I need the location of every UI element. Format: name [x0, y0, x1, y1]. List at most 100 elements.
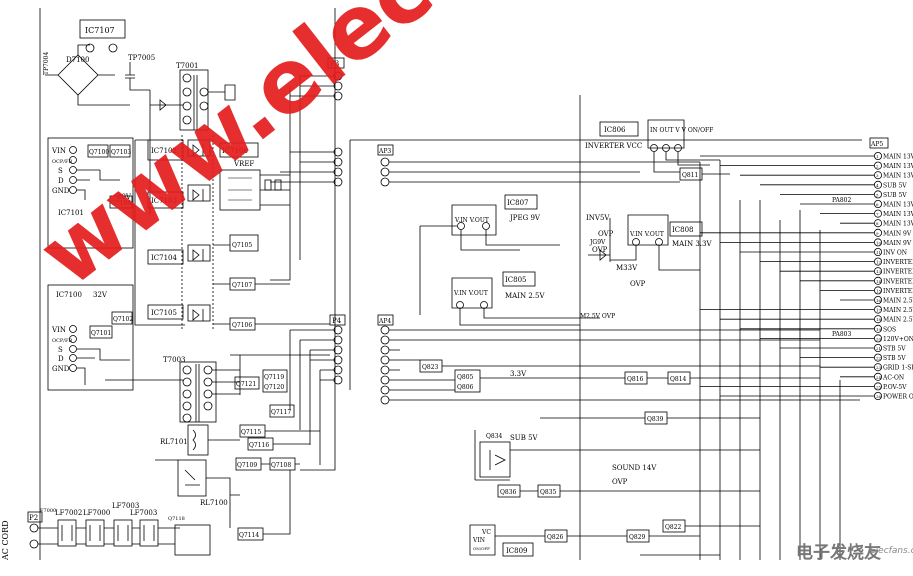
ap5-pin-number: 5	[876, 192, 879, 197]
ap5-pin-number: 12	[876, 260, 882, 265]
ic805-label: IC805	[505, 276, 526, 284]
ap5-pin-number: 18	[876, 317, 882, 322]
ic7106-label: IC7106	[222, 147, 248, 155]
ic7104-label: IC7104	[151, 254, 177, 262]
m33v-label: M33V	[616, 264, 638, 272]
main33-label: MAIN 3.3V	[672, 240, 712, 248]
ovp3-label: OVP	[630, 280, 646, 288]
ap5-pin-number: 10	[876, 240, 882, 245]
sound14v-label: SOUND 14V	[612, 464, 657, 472]
ic7101-pin-ocp: OCP/FB	[52, 159, 72, 165]
ap5-rail-label: MAIN 9V	[883, 230, 912, 237]
ap5-box	[869, 137, 889, 149]
ap5-rail-label: MAIN 2.5V	[883, 307, 913, 314]
q7114-label: Q7114	[239, 532, 259, 539]
q814-label: Q814	[670, 376, 687, 383]
q7108-label: Q7108	[271, 462, 291, 469]
ap5-rail-label: INVERTER VCC	[883, 269, 913, 276]
ap5-rail-label: MAIN 13V	[883, 202, 913, 209]
tp7005-label: TP7005	[128, 54, 155, 62]
ap5-rail-label: MAIN 13V	[883, 173, 913, 180]
ovp-label: OVP	[598, 230, 614, 238]
ic808-vinvout: V.IN V.OUT	[629, 231, 664, 238]
ap3-box	[377, 144, 394, 156]
ap5-rail-label: AC-ON	[882, 374, 904, 381]
ap5-pin	[874, 276, 883, 285]
p2-box	[27, 511, 43, 523]
ap5-rail-label: GRID 1-SET	[883, 365, 913, 372]
ap5-pin	[874, 171, 883, 180]
ap5-pin-number: 19	[876, 327, 882, 332]
transformer-t7003	[179, 361, 217, 423]
site-logo: 电子发烧友 Elecfans.com	[790, 532, 913, 572]
ic7101-label: IC7101	[58, 209, 84, 217]
ap5-rail-label: INVERTER VCC	[883, 278, 913, 285]
ic7100-pin-vin: VIN	[51, 326, 66, 334]
q7100-box	[87, 144, 109, 158]
ap5-pin	[874, 219, 883, 228]
ap5-rail-label: STB 5V	[883, 346, 906, 353]
optocouplers	[187, 139, 211, 322]
q7104-box	[109, 195, 133, 209]
ic7102-label: IC7102	[151, 147, 177, 155]
ic7105-label: IC7105	[151, 309, 177, 317]
ic7103-box	[147, 191, 184, 209]
ap5-pin	[874, 363, 883, 372]
inv5v-label: INV5V	[586, 214, 610, 222]
q7120-label: Q7120	[264, 384, 284, 391]
rl7101-label: RL7101	[160, 438, 188, 446]
q7121-label: Q7121	[236, 381, 256, 388]
frame-line	[300, 8, 336, 471]
lf7000-label: LF7000	[83, 509, 110, 517]
q816-label: Q816	[627, 376, 644, 383]
q7102-label: Q7102	[113, 316, 133, 323]
ic7101-pin-s: S	[58, 167, 63, 175]
ap5-pin-number: 13	[876, 269, 882, 274]
ap5-rail-label: INVERTER VCC	[883, 288, 913, 295]
q806-label: Q806	[457, 384, 474, 391]
ap5-pin-number: 2	[876, 164, 879, 169]
ap5-pin	[874, 382, 883, 391]
v33-label: 3.3V	[510, 370, 527, 378]
q811-label: Q811	[682, 172, 698, 179]
ap5-pin	[874, 151, 883, 160]
ac-cord-label: AC CORD	[1, 520, 10, 561]
ap5-rail-label: MAIN 2.5V	[883, 298, 913, 305]
q839-label: Q839	[647, 416, 664, 423]
ap5-pin-number: 11	[876, 250, 881, 255]
rl7100-label: RL7100	[200, 499, 228, 507]
ic7102-box	[147, 139, 184, 161]
ap5-rail-label: MAIN 2.5V	[883, 317, 913, 324]
p3-label: P3	[330, 60, 339, 68]
ic808-label: IC808	[672, 226, 693, 234]
ap5-rail-label: STB 5V	[883, 355, 906, 362]
ic7101-pins: VIN OCP/FB S D GND	[51, 146, 77, 195]
ap5-pin-number: 14	[876, 279, 882, 284]
ap5-pin	[874, 315, 883, 324]
relay-rl7100	[177, 459, 207, 497]
q7109-label: Q7109	[237, 462, 257, 469]
ic809-vin: VIN	[472, 537, 485, 544]
ap5-pin	[874, 228, 883, 237]
ap5-pin-number: 17	[876, 308, 882, 313]
ap5-pin	[874, 247, 883, 256]
bus-lines	[699, 160, 841, 560]
ap5-pin-number: 8	[876, 221, 879, 226]
main25-label: MAIN 2.5V	[505, 292, 545, 300]
ap5-rail-label: SUB 5V	[883, 182, 907, 189]
ap5-rail-label: SOS	[883, 326, 896, 333]
lf7003a-label: LF7003	[112, 502, 139, 510]
transformer-t7001	[179, 69, 236, 131]
ic805-body	[451, 277, 493, 309]
bridge-rectifier: IC7107	[45, 19, 130, 106]
ic809-vc: VC	[481, 529, 491, 536]
ap5-pin-number: 1	[876, 154, 879, 159]
ic7100-block	[47, 284, 134, 391]
d7100-label: D7100	[66, 56, 89, 64]
q7100-label: Q7100	[89, 149, 109, 156]
ap5-pin	[874, 180, 883, 189]
ic7100-pins: VIN OCP/FB S D GND	[51, 325, 77, 373]
p4-label: P4	[332, 317, 342, 325]
line-filters	[38, 519, 180, 547]
